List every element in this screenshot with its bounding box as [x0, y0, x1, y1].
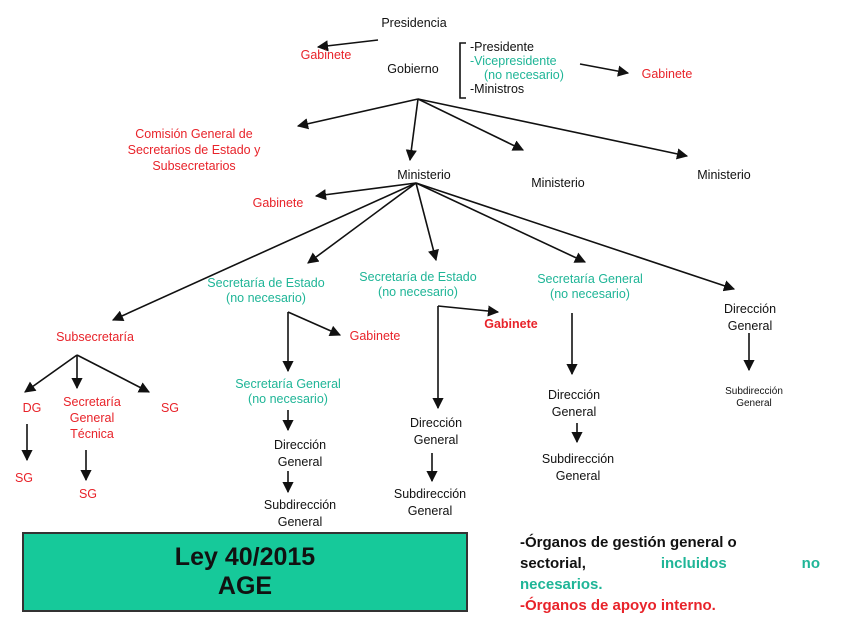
arrow-gobierno-comision: [296, 98, 419, 130]
ley-box-subtitle: AGE: [217, 572, 273, 600]
arrow-subsec-sg: [76, 354, 150, 393]
node-ministerio-1: Ministerio: [397, 168, 451, 182]
arrow-ministerio-se-2: [415, 182, 439, 262]
legend-incluidos: incluidos: [660, 555, 727, 572]
node-secretaria-estado-1: Secretaría de Estado(no necesario): [207, 276, 325, 305]
gobierno-brace: [459, 42, 466, 99]
arrow-ministerio-sg: [415, 182, 587, 263]
member-ministros: -Ministros: [470, 82, 525, 96]
node-presidencia: Presidencia: [381, 16, 447, 30]
legend: -Órganos de gestión general o sectorial,…: [520, 532, 820, 616]
member-vicepresidente-note: (no necesario): [484, 68, 564, 82]
node-dg-subsec: DG: [22, 401, 42, 415]
arrow-vicepresidente-gabinete: [579, 63, 630, 77]
node-secretaria-general-1: Secretaría General(no necesario): [537, 272, 643, 301]
legend-sectorial: sectorial,: [520, 555, 586, 572]
node-gabinete-ministerio: Gabinete: [252, 196, 304, 210]
node-sg-under-sgt: SG: [78, 487, 98, 501]
member-vicepresidente: -Vicepresidente: [470, 54, 557, 68]
ley-40-2015-box: Ley 40/2015 AGE: [22, 532, 468, 612]
arrow-presidencia-gabinete: [316, 39, 379, 52]
legend-line-1: -Órganos de gestión general o: [520, 534, 737, 551]
node-gabinete-presidencia: Gabinete: [300, 48, 352, 62]
arrow-gobierno-ministerio-3: [417, 98, 689, 160]
node-gabinete-se1: Gabinete: [349, 329, 401, 343]
ley-box-title: Ley 40/2015: [174, 543, 316, 571]
legend-line-2: sectorial, incluidos no: [520, 553, 820, 574]
legend-necesarios: necesarios.: [520, 576, 603, 593]
legend-no: no: [801, 555, 820, 572]
arrow-se1-gabinete: [287, 311, 342, 337]
node-sg-subsec: SG: [160, 401, 180, 415]
arrow-se2-gabinete: [437, 305, 500, 317]
node-ministerio-3: Ministerio: [697, 168, 751, 182]
arrow-ministerio-dg: [415, 182, 736, 292]
legend-apoyo-interno: -Órganos de apoyo interno.: [520, 597, 716, 614]
node-gabinete-se2: Gabinete: [484, 317, 538, 331]
node-gabinete-vicepresidente: Gabinete: [641, 67, 693, 81]
arrow-ministerio-se-1: [307, 182, 417, 264]
node-secretaria-general-se1: Secretaría General(no necesario): [235, 377, 341, 406]
arrow-subsec-dg: [24, 354, 78, 393]
node-gobierno: Gobierno: [387, 62, 439, 76]
arrow-gobierno-ministerio-1: [405, 98, 419, 162]
arrow-ministerio-subsecretaria: [111, 182, 417, 321]
node-secretaria-estado-2: Secretaría de Estado(no necesario): [359, 270, 477, 299]
node-sg-under-dg: SG: [14, 471, 34, 485]
arrow-gobierno-ministerio-2: [417, 98, 525, 151]
arrow-ministerio-gabinete: [314, 182, 417, 201]
node-subsecretaria: Subsecretaría: [56, 330, 134, 344]
node-ministerio-2: Ministerio: [531, 176, 585, 190]
gobierno-members: -Presidente -Vicepresidente (no necesari…: [470, 40, 582, 96]
member-presidente: -Presidente: [470, 40, 534, 54]
